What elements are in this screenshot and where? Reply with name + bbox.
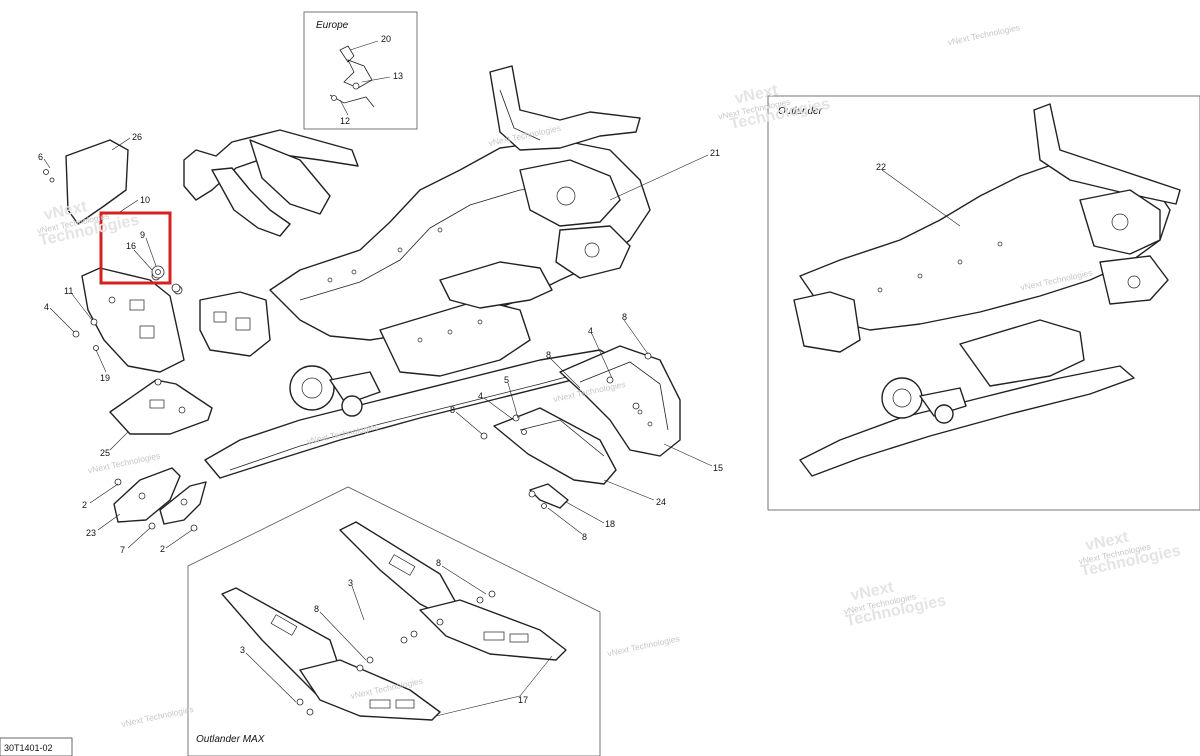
footrest-24 (480, 407, 617, 485)
europe-inset: Europe (303, 11, 418, 130)
callout-8e: 8 (436, 558, 441, 568)
bracket-18 (528, 483, 569, 509)
callout-4b: 4 (588, 326, 593, 336)
reference-code-box: 30T1401-02 (0, 737, 73, 756)
leader-lines (43, 40, 961, 717)
watermark: vNext Technologies (606, 633, 680, 658)
callout-9: 9 (140, 230, 145, 240)
callout-26: 26 (132, 132, 142, 142)
bumper-15 (559, 345, 681, 457)
watermark: vNext Technologies (120, 704, 194, 729)
callout-8c: 8 (450, 405, 455, 415)
reference-code: 30T1401-02 (4, 743, 53, 753)
bracket-25 (109, 378, 213, 435)
callout-13: 13 (393, 71, 403, 81)
callout-5: 5 (504, 375, 509, 385)
outlander-inset: Outlander (767, 95, 1200, 511)
europe-inset-title: Europe (316, 20, 349, 31)
outlander-max-rails (221, 521, 567, 721)
bracket-23 (113, 467, 207, 532)
callout-15: 15 (713, 463, 723, 473)
callout-8f: 8 (314, 604, 319, 614)
callout-24: 24 (656, 497, 666, 507)
callout-22: 22 (876, 162, 886, 172)
callout-23: 23 (86, 528, 96, 538)
callout-19: 19 (100, 373, 110, 383)
callout-20: 20 (381, 34, 391, 44)
callout-8b: 8 (546, 350, 551, 360)
main-frame-assembly (183, 65, 651, 479)
callout-18: 18 (605, 519, 615, 529)
parts-9-16 (151, 265, 181, 293)
callout-2: 2 (82, 500, 87, 510)
outlander-frame-inset (793, 103, 1181, 477)
callout-4: 4 (44, 302, 49, 312)
callout-10: 10 (140, 195, 150, 205)
callout-25: 25 (100, 448, 110, 458)
callout-17: 17 (518, 695, 528, 705)
callout-3b: 3 (240, 645, 245, 655)
callout-11: 11 (64, 286, 73, 296)
callout-21: 21 (710, 148, 720, 158)
watermark: vNext Technologies (87, 450, 161, 475)
outlander-inset-title: Outlander (778, 106, 823, 117)
callout-8a: 8 (622, 312, 627, 322)
callout-7: 7 (120, 545, 125, 555)
callout-6: 6 (38, 152, 43, 162)
callout-3a: 3 (348, 578, 353, 588)
callout-16: 16 (126, 241, 136, 251)
rear-bracket-19 (72, 267, 185, 373)
outlander-max-inset-title: Outlander MAX (196, 734, 265, 745)
highlight-box (99, 211, 172, 285)
callout-4c: 4 (478, 391, 483, 401)
callout-8d: 8 (582, 532, 587, 542)
callout-12: 12 (340, 116, 350, 126)
outlander-max-inset: Outlander MAX (187, 486, 601, 756)
callouts: 20 13 12 26 6 10 9 16 11 4 19 25 2 23 7 … (38, 34, 886, 705)
watermark: vNext Technologies (947, 22, 1021, 47)
callout-2b: 2 (160, 544, 165, 554)
rear-splash-guard (43, 139, 129, 225)
